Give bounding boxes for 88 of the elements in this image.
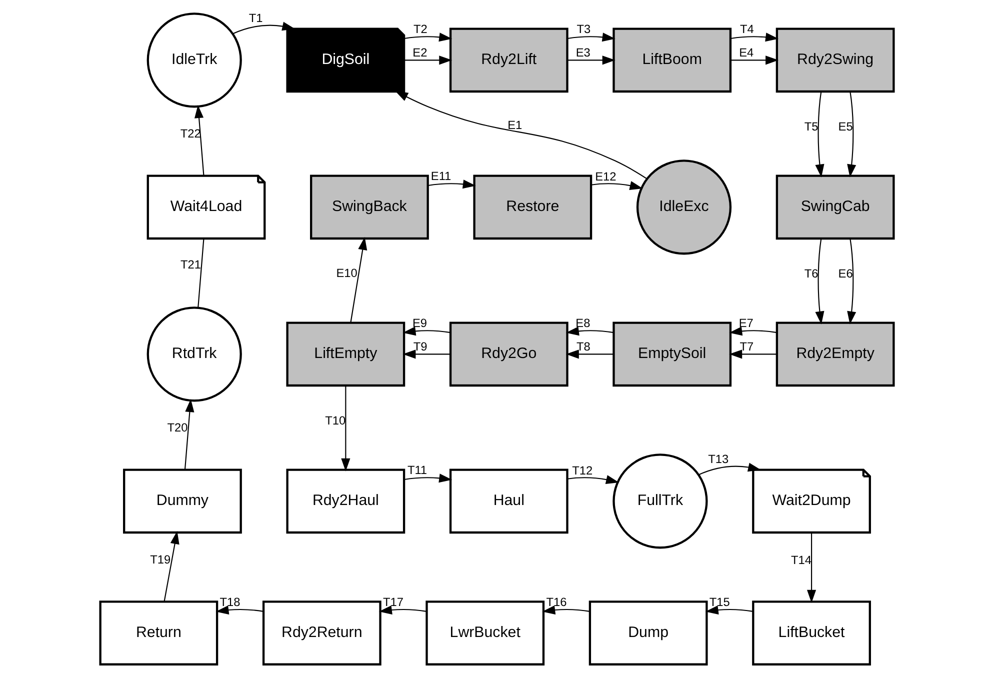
arrow [815, 238, 824, 324]
arrow [705, 605, 754, 614]
node-box: Rdy2Swing [776, 28, 895, 93]
edge-label: T2 [414, 22, 428, 36]
arrow [402, 350, 450, 359]
arrow [567, 475, 620, 484]
arrow [568, 56, 616, 65]
node-box: EmptySoil [612, 322, 732, 387]
node-box: Haul [449, 468, 568, 534]
node-box: SwingCab [776, 174, 895, 240]
arrow [350, 236, 368, 323]
connector [198, 238, 204, 308]
arrow [847, 92, 856, 178]
arrow [404, 32, 452, 42]
node-box: SwingBack [310, 174, 429, 240]
arrow [806, 532, 816, 603]
edge-label: E3 [576, 46, 590, 60]
arrow [730, 56, 779, 65]
arrow [566, 326, 614, 336]
node-box: Rdy2Empty [776, 322, 895, 387]
node-box: LiftEmpty [286, 322, 406, 387]
edge-label: E7 [738, 316, 754, 330]
arrow [698, 462, 762, 476]
node-box: Dummy [123, 468, 242, 534]
node-box: LwrBucket [426, 600, 545, 666]
edge-label: E11 [430, 169, 452, 184]
arrow [428, 180, 476, 189]
edge-label: E8 [576, 316, 590, 330]
edge-label: E1 [508, 118, 522, 132]
arrow [567, 32, 616, 42]
edge-label: T18 [220, 595, 240, 610]
edge-label: E2 [412, 46, 428, 60]
node-circle: FullTrk [612, 454, 708, 549]
edge-label: T14 [791, 552, 812, 567]
arrow [402, 326, 451, 336]
edge-label: T12 [572, 463, 593, 478]
edge-label: T11 [407, 463, 428, 478]
arrow [815, 92, 824, 178]
edge-label: T9 [413, 340, 428, 354]
arrow [566, 350, 614, 359]
arrow [341, 386, 350, 472]
edge-label: T8 [576, 340, 590, 354]
edge-label: T3 [576, 22, 591, 36]
node-box: LiftBoom [612, 28, 732, 93]
edge-label: T4 [740, 22, 754, 36]
arrow [730, 32, 779, 42]
node-box: Return [99, 600, 218, 666]
arrow [729, 326, 777, 336]
node-box: Rdy2Haul [286, 468, 406, 534]
arrow [395, 90, 648, 180]
node-circle: IdleTrk [146, 12, 242, 108]
edge-label: T20 [167, 420, 188, 435]
arrow [847, 238, 856, 324]
node-circle: IdleExc [636, 160, 732, 255]
edge-label: E6 [838, 266, 853, 281]
node-box: LiftBucket [752, 600, 871, 666]
edge-label: T16 [546, 595, 567, 610]
edge-label: T19 [150, 552, 171, 566]
arrow [591, 181, 643, 190]
node-box: Restore [473, 174, 592, 240]
edge-label: T13 [708, 452, 729, 466]
edge-label: E9 [412, 316, 427, 330]
edge-label: E5 [838, 120, 853, 134]
arrow [232, 22, 296, 34]
arrow [404, 474, 452, 483]
arrow [216, 605, 264, 614]
arrow [184, 399, 194, 470]
edge-label: T17 [383, 595, 404, 610]
edge-label: T1 [248, 11, 263, 26]
edge-label: E10 [336, 266, 358, 280]
node-box: Rdy2Lift [449, 28, 568, 93]
edge-label: T7 [740, 340, 754, 354]
node-box: Dump [588, 600, 708, 666]
arrow [729, 350, 777, 359]
node-circle: RtdTrk [146, 306, 242, 402]
arrow [542, 605, 590, 614]
edge-label: T21 [180, 258, 201, 272]
arrow [404, 56, 452, 65]
arrow [164, 531, 180, 602]
edge-label: E4 [739, 46, 754, 60]
edge-label: T6 [804, 266, 818, 281]
edge-label: E12 [595, 169, 616, 184]
node-box: Rdy2Return [262, 600, 382, 666]
arrow [194, 105, 204, 176]
edge-label: T15 [709, 595, 730, 610]
node-box: Rdy2Go [449, 322, 568, 387]
arrow [378, 605, 427, 614]
edge-label: T5 [804, 120, 818, 134]
